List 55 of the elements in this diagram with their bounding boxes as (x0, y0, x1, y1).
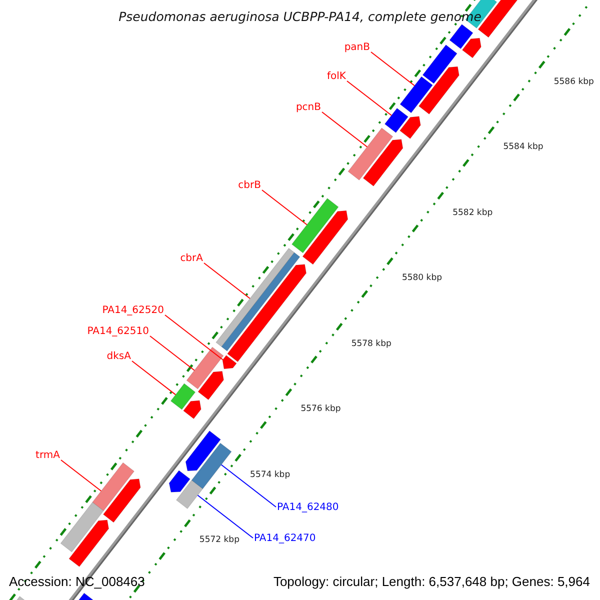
scale-label: 5580 kbp (402, 273, 442, 284)
gene-block (362, 139, 404, 186)
gene-block (68, 520, 109, 567)
gene-block (222, 355, 237, 370)
gene-block (216, 248, 295, 347)
gene-block (221, 252, 300, 352)
scale-label: 5574 kbp (250, 470, 290, 481)
leader-line (164, 314, 224, 360)
scale-label: 5572 kbp (199, 535, 240, 546)
gene-label: cbrA (180, 252, 203, 266)
gene-block (183, 400, 202, 419)
gene-label: PA14_62470 (254, 532, 316, 546)
gene-block (103, 478, 141, 523)
gene-block (462, 38, 482, 58)
leader-line (346, 80, 392, 116)
gene-block (400, 76, 433, 114)
gene-label: PA14_62510 (87, 325, 149, 339)
gene-block (348, 128, 394, 180)
gene-block (422, 44, 458, 84)
gene-block (449, 24, 474, 49)
scale-label: 5578 kbp (351, 338, 392, 350)
gene-block (302, 210, 348, 265)
gene-block (418, 66, 460, 114)
gene-block (185, 430, 221, 472)
gene-block (191, 442, 232, 490)
gene-block (227, 264, 306, 362)
scale-label: 5586 kbp (554, 76, 594, 88)
leader-line (322, 112, 368, 148)
leader-line (60, 460, 102, 492)
gene-block (170, 383, 196, 410)
scale-label: 5582 kbp (452, 208, 493, 219)
gene-label: cbrB (238, 179, 261, 193)
gene-label: panB (344, 41, 370, 55)
gene-label: dksA (106, 350, 131, 364)
gene-label: trmA (36, 449, 60, 463)
gene-block (60, 502, 104, 552)
genome-info-text: Topology: circular; Length: 6,537,648 bp; Genes: 5,964 (273, 573, 590, 591)
gene-block (384, 108, 408, 133)
leader-line (150, 336, 195, 371)
scale-label: 5576 kbp (300, 404, 341, 416)
gene-label: PA14_62520 (102, 304, 164, 318)
gene-block (400, 116, 421, 139)
gene-label: pcnB (296, 101, 321, 115)
gene-label: folK (327, 70, 346, 84)
gene-label: PA14_62480 (277, 501, 339, 515)
leader-line (132, 360, 176, 396)
scale-label: 5584 kbp (503, 142, 544, 154)
leader-line (262, 190, 308, 226)
gene-block (92, 462, 134, 512)
gene-block (292, 198, 339, 254)
gene-block (198, 370, 224, 400)
leader-line (370, 52, 415, 86)
leader-line (204, 262, 250, 299)
gene-block (186, 346, 224, 390)
gene-block (176, 480, 203, 509)
